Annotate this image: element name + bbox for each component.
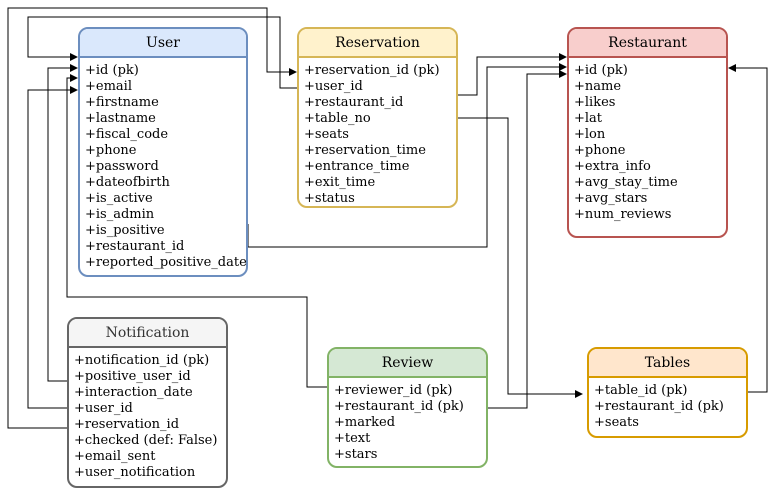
field-avg-stars: +avg_stars [574, 191, 648, 206]
entity-title: Review [329, 349, 486, 378]
entity-title: Restaurant [569, 29, 726, 58]
field-table-no: +table_no [304, 111, 371, 126]
field-firstname: +firstname [85, 95, 159, 110]
field-interaction-date: +interaction_date [74, 385, 193, 400]
field-is-active: +is_active [85, 191, 153, 206]
field-marked: +marked [334, 415, 396, 430]
field-table-id: +table_id (pk) [594, 383, 688, 398]
field-checked: +checked (def: False) [74, 433, 218, 448]
field-num-reviews: +num_reviews [574, 207, 672, 222]
field-lastname: +lastname [85, 111, 156, 126]
field-dateofbirth: +dateofbirth [85, 175, 170, 190]
field-restaurant-id: +restaurant_id [304, 95, 404, 110]
entity-user: User +id (pk) +email +firstname +lastnam… [78, 27, 248, 277]
entity-title: Tables [589, 349, 746, 378]
edge-notification-user [27, 86, 78, 409]
entity-notification: Notification +notification_id (pk) +posi… [67, 317, 228, 488]
field-list: +notification_id (pk) +positive_user_id … [69, 348, 226, 481]
entity-title: Reservation [299, 29, 456, 58]
edge-user-restaurant [247, 63, 567, 248]
field-email: +email [85, 79, 132, 94]
field-exit-time: +exit_time [304, 175, 376, 190]
field-entrance-time: +entrance_time [304, 159, 410, 174]
field-list: +id (pk) +email +firstname +lastname +fi… [80, 58, 246, 271]
entity-tables: Tables +table_id (pk) +restaurant_id (pk… [587, 347, 748, 438]
field-restaurant-id: +restaurant_id (pk) [594, 399, 724, 414]
field-password: +password [85, 159, 159, 174]
field-fiscal-code: +fiscal_code [85, 127, 169, 142]
entity-restaurant: Restaurant +id (pk) +name +likes +lat +l… [567, 27, 728, 238]
field-restaurant-id: +restaurant_id (pk) [334, 399, 464, 414]
field-id: +id (pk) [85, 63, 139, 78]
field-name: +name [574, 79, 622, 94]
field-reservation-id: +reservation_id [74, 417, 180, 432]
field-list: +reservation_id (pk) +user_id +restauran… [299, 58, 456, 206]
field-seats: +seats [304, 127, 349, 142]
field-likes: +likes [574, 95, 616, 110]
field-id: +id (pk) [574, 63, 628, 78]
field-user-id: +user_id [74, 401, 133, 416]
field-text: +text [334, 431, 371, 446]
field-status: +status [304, 191, 355, 206]
field-stars: +stars [334, 447, 378, 462]
edge-reservation-tables [458, 117, 583, 398]
entity-reservation: Reservation +reservation_id (pk) +user_i… [297, 27, 458, 208]
field-positive-user-id: +positive_user_id [74, 369, 191, 384]
field-user-notification: +user_notification [74, 465, 196, 480]
edge-reservation-user [27, 16, 297, 89]
field-extra-info: +extra_info [574, 159, 651, 174]
edge-review-user [66, 74, 327, 388]
entity-review: Review +reviewer_id (pk) +restaurant_id … [327, 347, 488, 468]
field-phone: +phone [85, 143, 137, 158]
field-list: +id (pk) +name +likes +lat +lon +phone +… [569, 58, 726, 223]
field-is-positive: +is_positive [85, 223, 165, 238]
field-notification-id: +notification_id (pk) [74, 353, 210, 368]
field-email-sent: +email_sent [74, 449, 156, 464]
field-reviewer-id: +reviewer_id (pk) [334, 383, 453, 398]
field-is-admin: +is_admin [85, 207, 155, 222]
field-user-id: +user_id [304, 79, 363, 94]
edge-review-restaurant [488, 70, 567, 409]
field-lat: +lat [574, 111, 603, 126]
entity-title: User [80, 29, 246, 58]
field-list: +reviewer_id (pk) +restaurant_id (pk) +m… [329, 378, 486, 463]
field-avg-stay-time: +avg_stay_time [574, 175, 678, 190]
field-reservation-id: +reservation_id (pk) [304, 63, 440, 78]
field-restaurant-id: +restaurant_id [85, 239, 185, 254]
edge-tables-restaurant [728, 64, 768, 393]
edge-notification-positive-user [47, 64, 78, 382]
field-seats: +seats [594, 415, 639, 430]
edge-notification-reservation [7, 7, 297, 429]
field-reported-positive-date: +reported_positive_date [85, 255, 247, 270]
entity-title: Notification [69, 319, 226, 348]
edge-reservation-restaurant [458, 53, 567, 96]
field-phone: +phone [574, 143, 626, 158]
field-reservation-time: +reservation_time [304, 143, 426, 158]
field-list: +table_id (pk) +restaurant_id (pk) +seat… [589, 378, 746, 431]
field-lon: +lon [574, 127, 606, 142]
